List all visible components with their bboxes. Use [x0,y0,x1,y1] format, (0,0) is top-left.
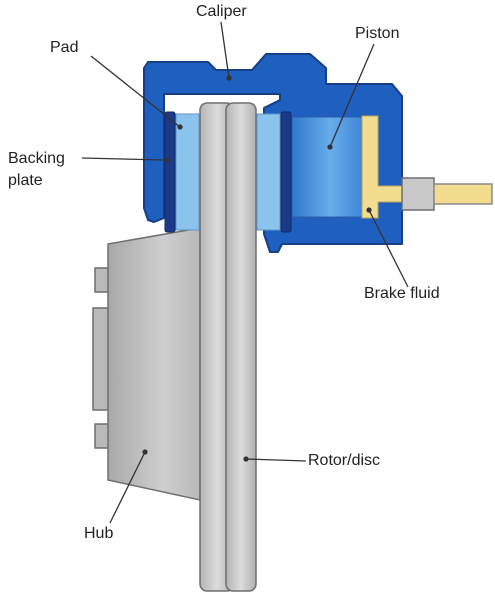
rotor-leader [245,458,307,462]
caliper-label: Caliper [196,3,247,20]
hub-dot [142,449,148,455]
backing-plate-leader [81,157,165,161]
right-brake-pad [256,113,281,231]
brake-fluid-dot [366,207,372,213]
left-backing-plate [164,111,176,233]
hub-leader [109,451,146,524]
piston-dot [327,144,333,150]
pad-label: Pad [50,39,79,56]
caliper-dot [226,75,232,81]
caliper-leader [220,21,230,79]
piston-label: Piston [355,25,400,42]
hydraulic-line [433,183,493,205]
hub-body [107,227,201,501]
backing-plate-label-line2: plate [8,172,43,189]
left-brake-pad [175,113,200,231]
right-backing-plate [280,111,292,233]
leader-lines [81,21,409,524]
backing-plate-label-line1: Backing [8,150,65,167]
rotor-disc-label: Rotor/disc [308,452,381,469]
pad-leader [90,55,181,128]
pad-dot [177,124,183,130]
leader-dots [142,75,372,462]
piston [291,116,363,218]
rotor-plate-right [225,102,257,592]
piston-leader [329,43,375,148]
hydraulic-line-fitting [401,177,435,211]
hub-label: Hub [84,525,114,542]
brake-fluid-leader [369,211,409,288]
backing-plate-label: Backing plate [8,148,65,192]
backing-plate-dot [164,157,170,163]
hub [92,227,201,501]
brake-fluid-label: Brake fluid [364,285,440,302]
rotor-disc [199,102,257,592]
rotor-dot [243,456,249,462]
